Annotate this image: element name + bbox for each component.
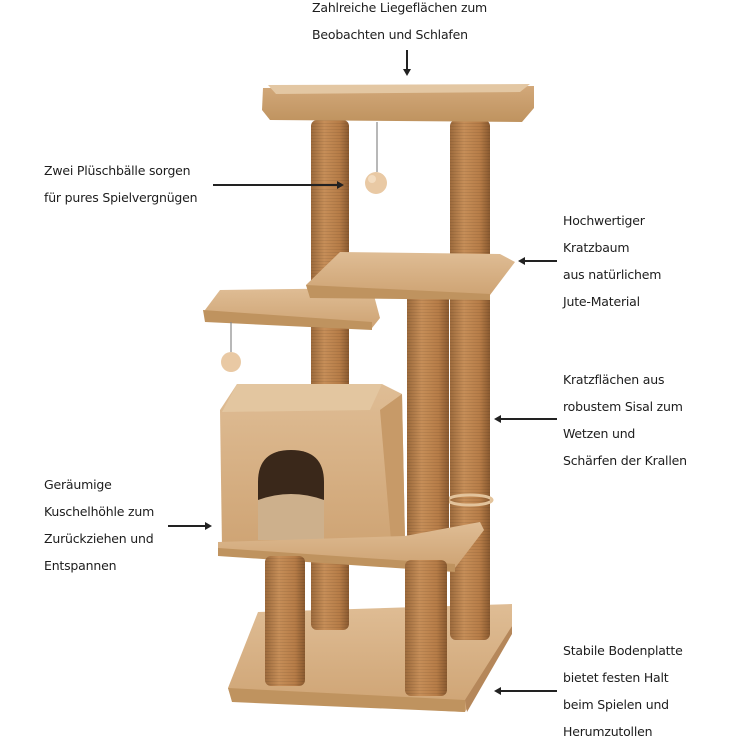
callout-line: Entspannen: [44, 558, 117, 573]
callout-line: Jute-Material: [563, 294, 640, 309]
callout-line: aus natürlichem: [563, 267, 662, 282]
arrow-left-icon: [494, 415, 557, 422]
arrow-right-icon: [213, 181, 344, 188]
callout-platforms: Zahlreiche Liegeflächen zum Beobachten u…: [312, 0, 487, 48]
arrow-down-icon: [403, 50, 410, 76]
callout-line: für pures Spielvergnügen: [44, 190, 198, 205]
arrow-left-icon: [518, 257, 557, 264]
callout-line: Zurückziehen und: [44, 531, 154, 546]
callout-line: Zwei Plüschbälle sorgen: [44, 163, 191, 178]
callout-line: Geräumige: [44, 477, 112, 492]
callout-cave: Geräumige Kuschelhöhle zum Zurückziehen …: [44, 471, 154, 579]
callout-line: Kratzflächen aus: [563, 372, 665, 387]
callout-line: Kuschelhöhle zum: [44, 504, 155, 519]
callout-jute: Hochwertiger Kratzbaum aus natürlichem J…: [563, 207, 661, 315]
callout-line: beim Spielen und: [563, 697, 669, 712]
callout-sisal: Kratzflächen aus robustem Sisal zum Wetz…: [563, 366, 687, 474]
lower-platform: [218, 522, 484, 572]
callout-line: Schärfen der Krallen: [563, 453, 687, 468]
top-platform: [262, 84, 534, 122]
callout-line: Hochwertiger: [563, 213, 645, 228]
callout-line: Wetzen und: [563, 426, 636, 441]
callout-line: Kratzbaum: [563, 240, 630, 255]
callout-line: Stabile Bodenplatte: [563, 643, 683, 658]
callout-line: bietet festen Halt: [563, 670, 669, 685]
arrow-left-icon: [494, 687, 557, 694]
callout-line: Beobachten und Schlafen: [312, 27, 468, 42]
mid-platform: [306, 252, 515, 300]
callout-line: robustem Sisal zum: [563, 399, 683, 414]
callout-line: Zahlreiche Liegeflächen zum: [312, 0, 488, 15]
callout-plush-balls: Zwei Plüschbälle sorgen für pures Spielv…: [44, 157, 198, 211]
arrow-right-icon: [168, 522, 212, 529]
callout-base: Stabile Bodenplatte bietet festen Halt b…: [563, 637, 683, 745]
cat-cave: [220, 384, 405, 552]
callout-line: Herumzutollen: [563, 724, 653, 739]
